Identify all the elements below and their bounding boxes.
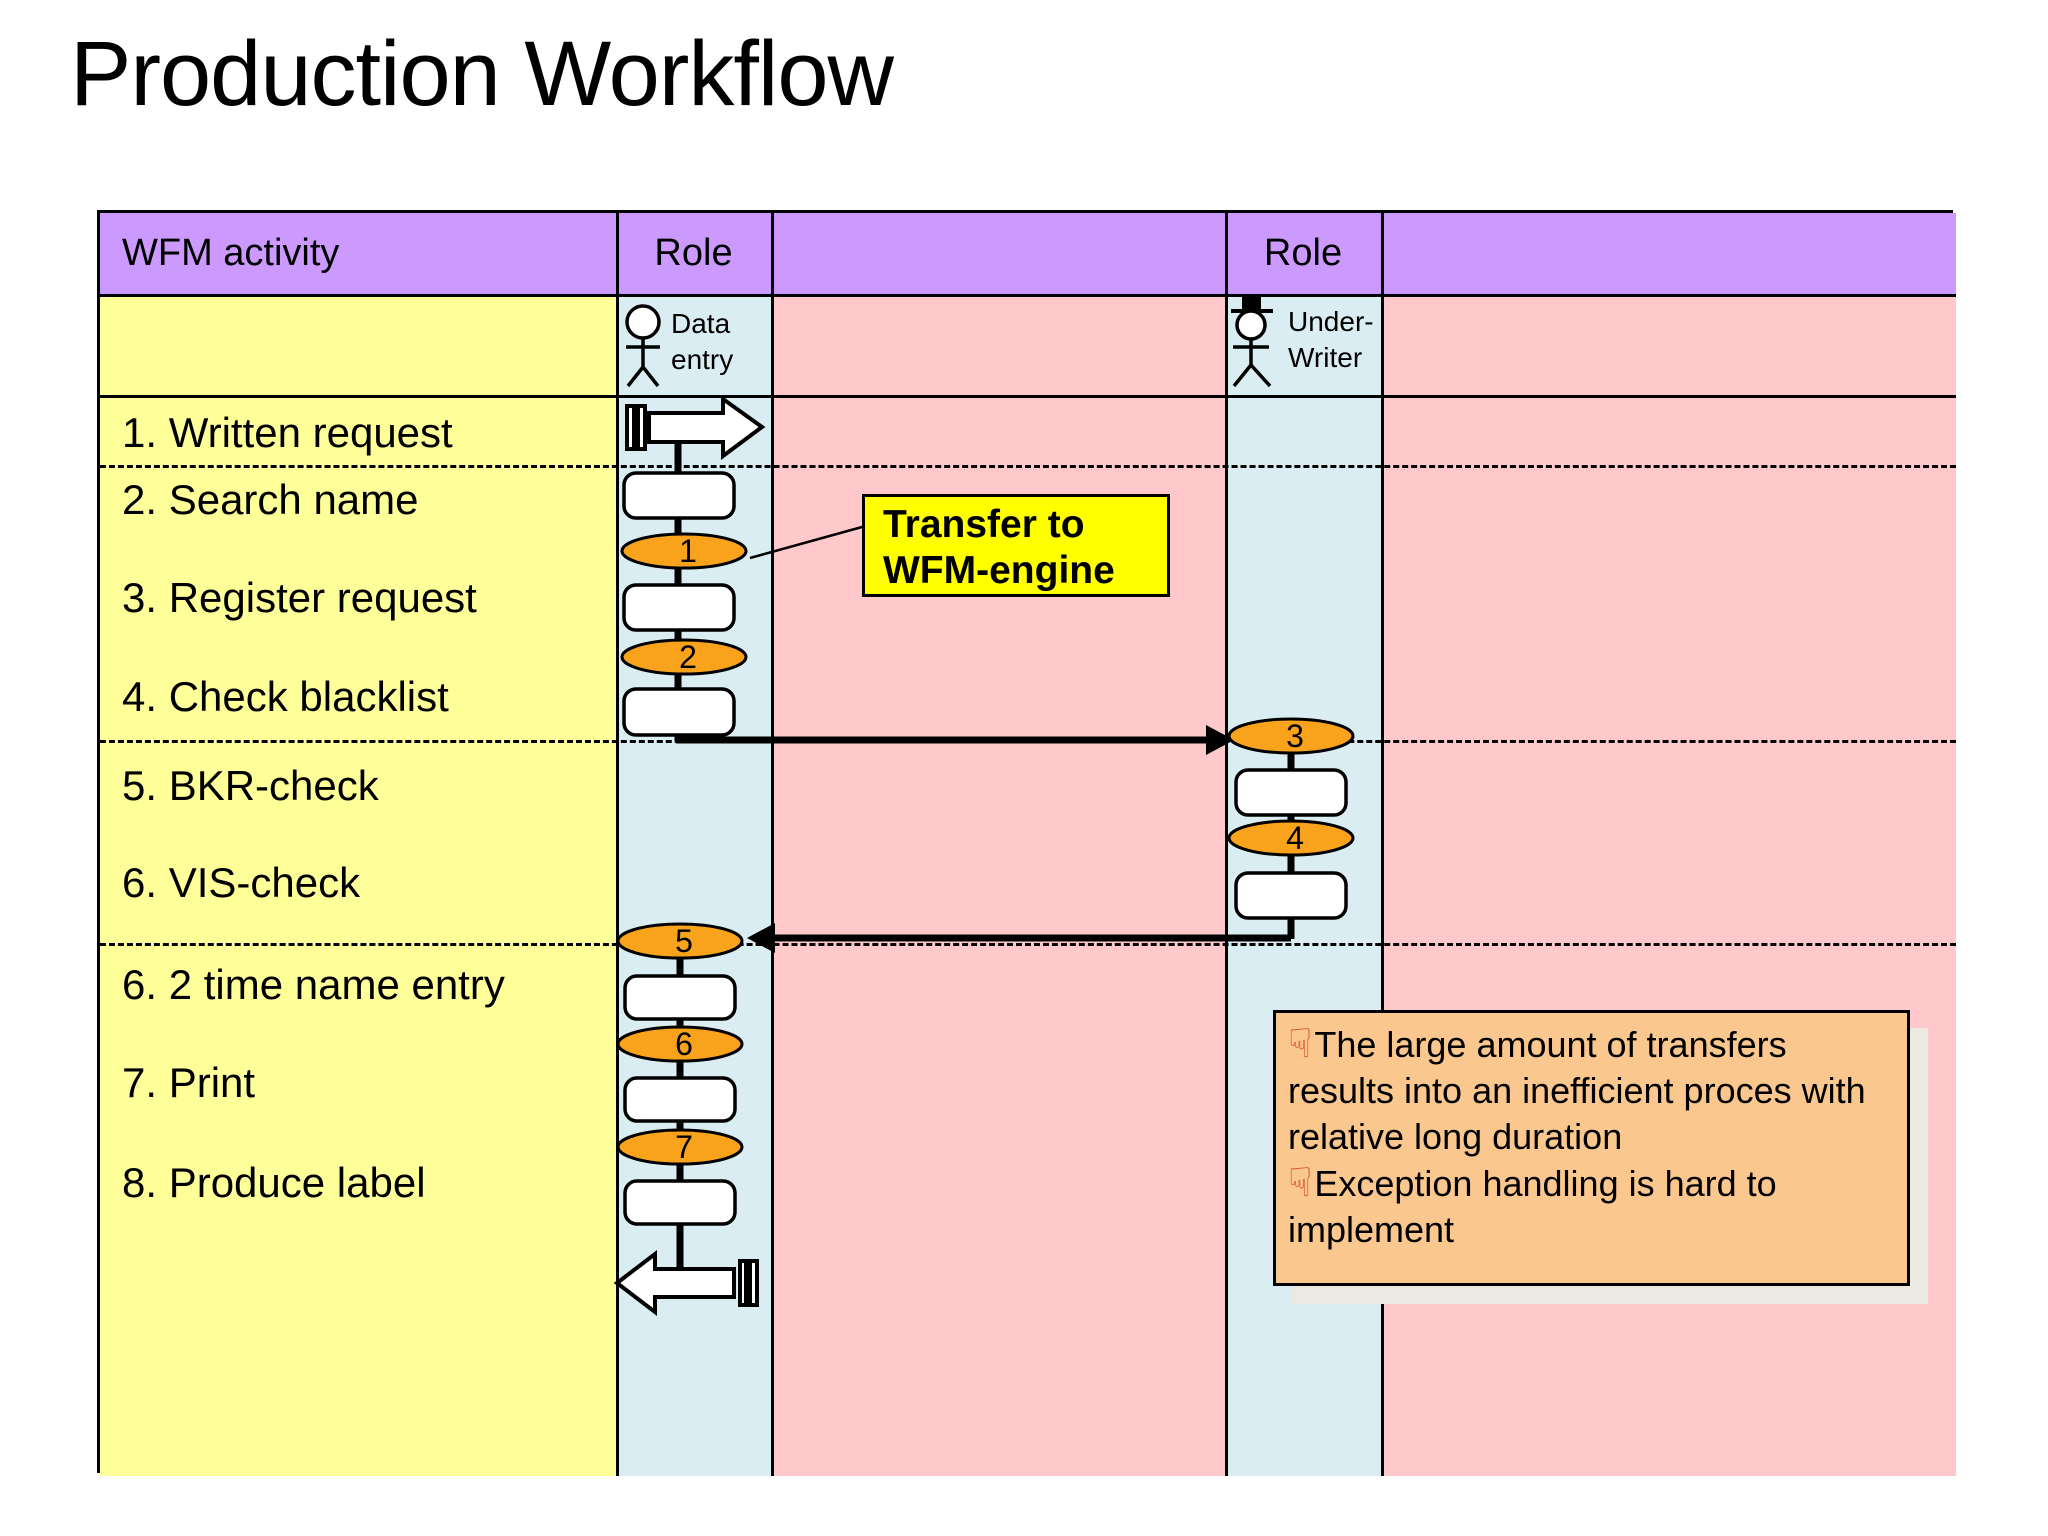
activity-label: 8. Produce label: [122, 1159, 426, 1206]
gap-column-2: [1381, 294, 1956, 1476]
thumbs-down-icon: ☟: [1288, 1022, 1313, 1066]
activity-label: 1. Written request: [122, 409, 453, 456]
callout-transfer-wfm: Transfer to WFM-engine: [862, 494, 1170, 597]
activity-label: 7. Print: [122, 1059, 256, 1106]
grid-line: [616, 213, 619, 1476]
activity-label: 6. 2 time name entry: [122, 961, 505, 1008]
activity-label: 3. Register request: [122, 574, 477, 621]
lane-data-entry: [616, 294, 771, 1476]
activity-label: 6. VIS-check: [122, 859, 361, 906]
phase-separator: [100, 465, 1956, 468]
note-text: The large amount of transfers results in…: [1288, 1024, 1866, 1157]
lane-underwriter: [1225, 294, 1381, 1476]
phase-separator: [100, 740, 1956, 743]
grid-line: [100, 395, 1956, 398]
role-label-data-entry: Data entry: [671, 308, 734, 375]
note-line: ☟The large amount of transfers results i…: [1288, 1021, 1895, 1160]
role-label-underwriter: Under-Writer: [1288, 306, 1374, 373]
gap-column-1: [771, 294, 1225, 1476]
page-title: Production Workflow: [70, 23, 894, 125]
grid-line: [1225, 213, 1228, 1476]
grid-line: [771, 213, 774, 1476]
note-text: Exception handling is hard to implement: [1288, 1163, 1777, 1250]
header-role-1: Role: [654, 232, 733, 274]
header-role-2: Role: [1263, 232, 1343, 274]
activity-label: 2. Search name: [122, 476, 419, 523]
note-line: ☟Exception handling is hard to implement: [1288, 1160, 1895, 1253]
thumbs-down-icon: ☟: [1288, 1161, 1313, 1205]
grid-line: [100, 294, 1956, 297]
phase-separator: [100, 943, 1956, 946]
note-box: ☟The large amount of transfers results i…: [1273, 1010, 1910, 1286]
activity-label: 4. Check blacklist: [122, 673, 449, 720]
activity-column: [100, 294, 616, 1476]
header-wfm-activity: WFM activity: [122, 232, 340, 274]
grid-line: [1381, 213, 1384, 1476]
header-row: [100, 213, 1956, 294]
activity-label: 5. BKR-check: [122, 762, 379, 809]
